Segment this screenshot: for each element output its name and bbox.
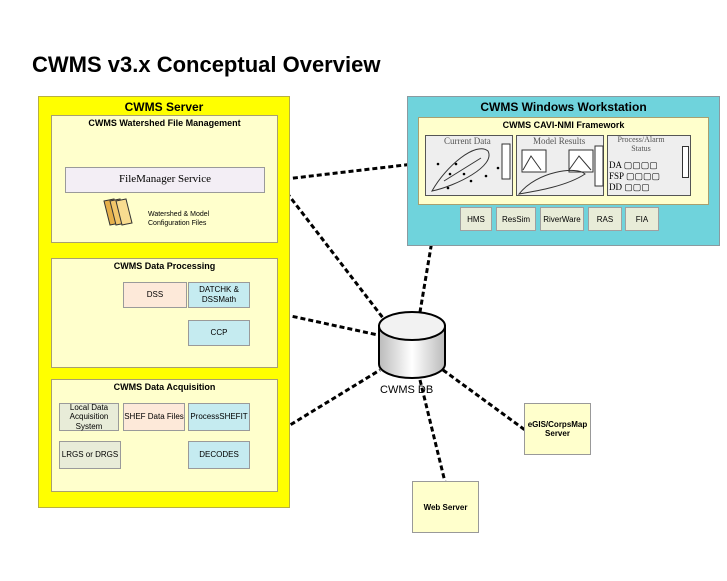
dss-box[interactable]: DSS	[123, 282, 187, 308]
data-processing-title: CWMS Data Processing	[113, 261, 216, 271]
dashed-link-ws	[276, 161, 423, 182]
model-results-label: Model Results	[533, 136, 586, 146]
data-acquisition-panel: CWMS Data Acquisition	[51, 379, 278, 492]
tool-fia[interactable]: FIA	[625, 207, 659, 231]
cwms-server-title: CWMS Server	[124, 100, 204, 114]
process-alarm-panel[interactable]: Process/Alarm Status DA ▢▢▢▢ FSP ▢▢▢▢ DD…	[607, 135, 691, 196]
tool-ras[interactable]: RAS	[588, 207, 622, 231]
ccp-box[interactable]: CCP	[188, 320, 250, 346]
decodes-box[interactable]: DECODES	[188, 441, 250, 469]
db-label: CWMS DB	[380, 384, 434, 396]
tool-ressim[interactable]: ResSim	[496, 207, 536, 231]
tool-hms[interactable]: HMS	[460, 207, 492, 231]
dashed-link-proc-db	[276, 311, 379, 337]
dashed-link-fm-db	[275, 179, 385, 319]
config-files-label: Watershed & Model Configuration Files	[148, 211, 210, 228]
database-icon[interactable]	[376, 306, 448, 382]
folder-icon	[103, 198, 133, 226]
file-management-title: CWMS Watershed File Management	[88, 118, 241, 128]
tool-riverware[interactable]: RiverWare	[540, 207, 584, 231]
status-row-fsp: FSP ▢▢▢▢	[609, 171, 660, 181]
processshefit-box[interactable]: ProcessSHEFIT	[188, 403, 250, 431]
lrgs-drgs-box[interactable]: LRGS or DRGS	[59, 441, 121, 469]
status-row-dd: DD ▢▢▢	[609, 182, 650, 192]
status-rows: DA ▢▢▢▢ FSP ▢▢▢▢ DD ▢▢▢	[609, 160, 660, 193]
web-server-box[interactable]: Web Server	[412, 481, 479, 533]
workstation-title: CWMS Windows Workstation	[480, 100, 647, 114]
dashed-link-web	[418, 379, 447, 483]
data-processing-panel: CWMS Data Processing	[51, 258, 278, 368]
local-data-acquisition-box[interactable]: Local Data Acquisition System	[59, 403, 119, 431]
dashed-link-egis	[442, 368, 526, 432]
shef-data-files-box[interactable]: SHEF Data Files	[123, 403, 185, 431]
current-data-panel[interactable]: Current Data	[425, 135, 513, 196]
cavi-framework-title: CWMS CAVI-NMI Framework	[502, 120, 625, 130]
chart-thumbnail-icon	[517, 145, 604, 195]
dashed-link-acq-db	[276, 368, 381, 435]
scatter-thumbnail-icon	[431, 143, 511, 192]
data-acquisition-title: CWMS Data Acquisition	[113, 382, 216, 392]
egis-server-box[interactable]: eGIS/CorpsMap Server	[524, 403, 591, 455]
process-alarm-label: Process/Alarm Status	[617, 135, 665, 153]
filemanager-service-box[interactable]: FileManager Service	[65, 167, 265, 193]
scrollbar-icon	[682, 146, 689, 178]
model-results-panel[interactable]: Model Results	[516, 135, 604, 196]
current-data-label: Current Data	[444, 136, 491, 146]
status-row-da: DA ▢▢▢▢	[609, 160, 658, 170]
datchk-box[interactable]: DATCHK & DSSMath	[188, 282, 250, 308]
page-title: CWMS v3.x Conceptual Overview	[32, 52, 381, 77]
